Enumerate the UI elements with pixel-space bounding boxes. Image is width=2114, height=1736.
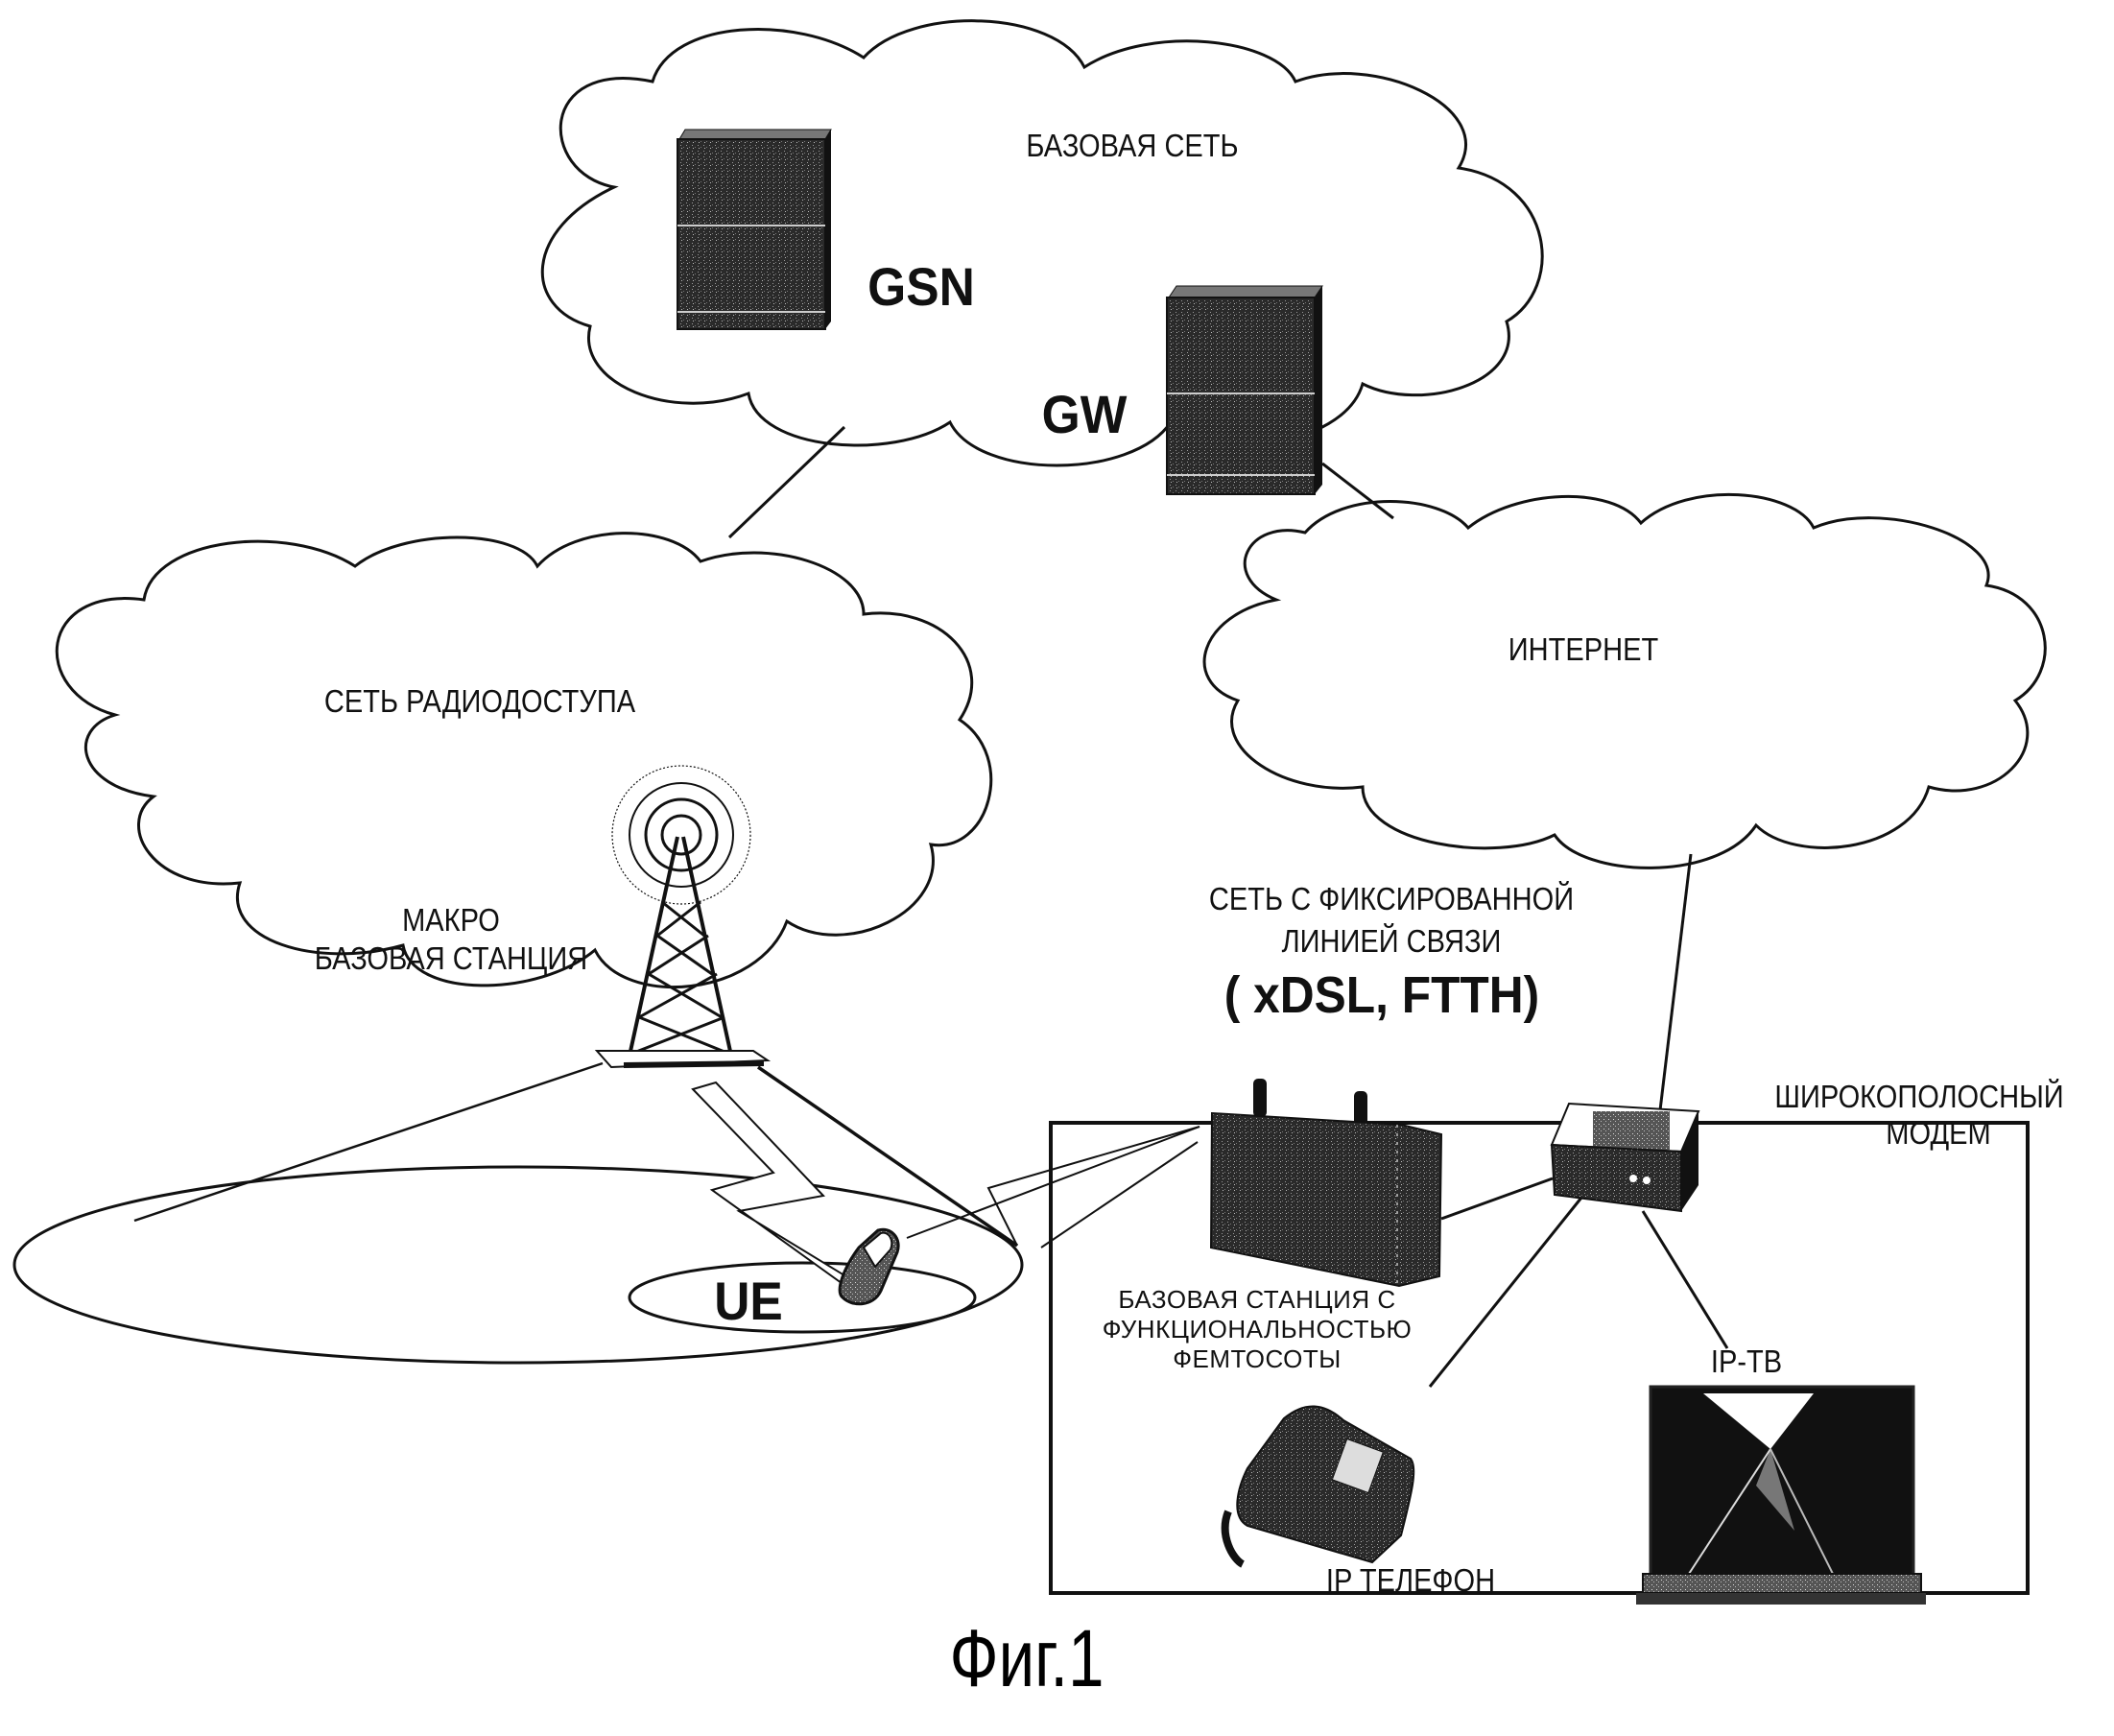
fixed-network-label-line2: ЛИНИЕЙ СВЯЗИ (1281, 923, 1502, 959)
femto-beam-far (1040, 1141, 1199, 1248)
femto-coverage-ellipse (628, 1261, 977, 1334)
internet-cloud (1202, 492, 2047, 869)
link-modem-phone (1428, 1197, 1583, 1388)
femto-beam-to-ue (906, 1126, 1200, 1239)
femto-bs-label-line3: ФЕМТОСОТЫ (1173, 1344, 1342, 1373)
modem-label-line1: ШИРОКОПОЛОСНЫЙ (1774, 1079, 2064, 1114)
femto-bs-label-line1: БАЗОВАЯ СТАНЦИЯ С (1118, 1285, 1396, 1314)
link-modem-tv (1641, 1210, 1729, 1349)
ip-phone-icon (1221, 1405, 1415, 1568)
gw-server-icon (1166, 285, 1323, 495)
radio-link-bolt (691, 1081, 865, 1293)
macro-bs-label-line1: МАКРО (402, 902, 500, 938)
fixed-network-label-line1: СЕТЬ С ФИКСИРОВАННОЙ (1208, 881, 1575, 916)
ue-label: UE (714, 1271, 783, 1331)
ran-cloud (55, 532, 993, 989)
fixed-network-label-line3: ( xDSL, FTTH) (1223, 966, 1540, 1024)
femto-beam (986, 1126, 1200, 1247)
macro-coverage-ellipse (12, 1165, 1024, 1365)
ue-phone-icon (838, 1227, 900, 1306)
link-internet-modem (1655, 853, 1693, 1135)
figure-caption: Фиг.1 (949, 1613, 1105, 1703)
macro-beam-left (133, 1061, 604, 1223)
macro-tower-icon (594, 765, 772, 1069)
core-network-label: БАЗОВАЯ СЕТЬ (1026, 128, 1239, 163)
link-femto-modem (1440, 1177, 1554, 1221)
modem-icon (1550, 1102, 1700, 1213)
link-core-ran (727, 425, 846, 539)
ip-tv-icon (1636, 1385, 1926, 1605)
ran-label: СЕТЬ РАДИОДОСТУПА (323, 683, 636, 719)
gw-label: GW (1041, 384, 1128, 444)
ip-tv-label: IP-ТВ (1710, 1344, 1783, 1379)
macro-bs-label-line2: БАЗОВАЯ СТАНЦИЯ (314, 940, 588, 976)
femto-bs-icon (1209, 1079, 1443, 1288)
modem-label-line2: МОДЕМ (1886, 1115, 1991, 1151)
macro-beam-right (757, 1065, 1018, 1248)
link-gw-internet (1321, 462, 1394, 520)
gsn-server-icon (677, 129, 832, 330)
home-network-box (1049, 1121, 2030, 1595)
gsn-label: GSN (867, 256, 975, 317)
femto-bs-label-line2: ФУНКЦИОНАЛЬНОСТЬЮ (1102, 1315, 1413, 1344)
internet-label: ИНТЕРНЕТ (1508, 631, 1659, 667)
ip-phone-label: IP ТЕЛЕФОН (1325, 1562, 1496, 1598)
